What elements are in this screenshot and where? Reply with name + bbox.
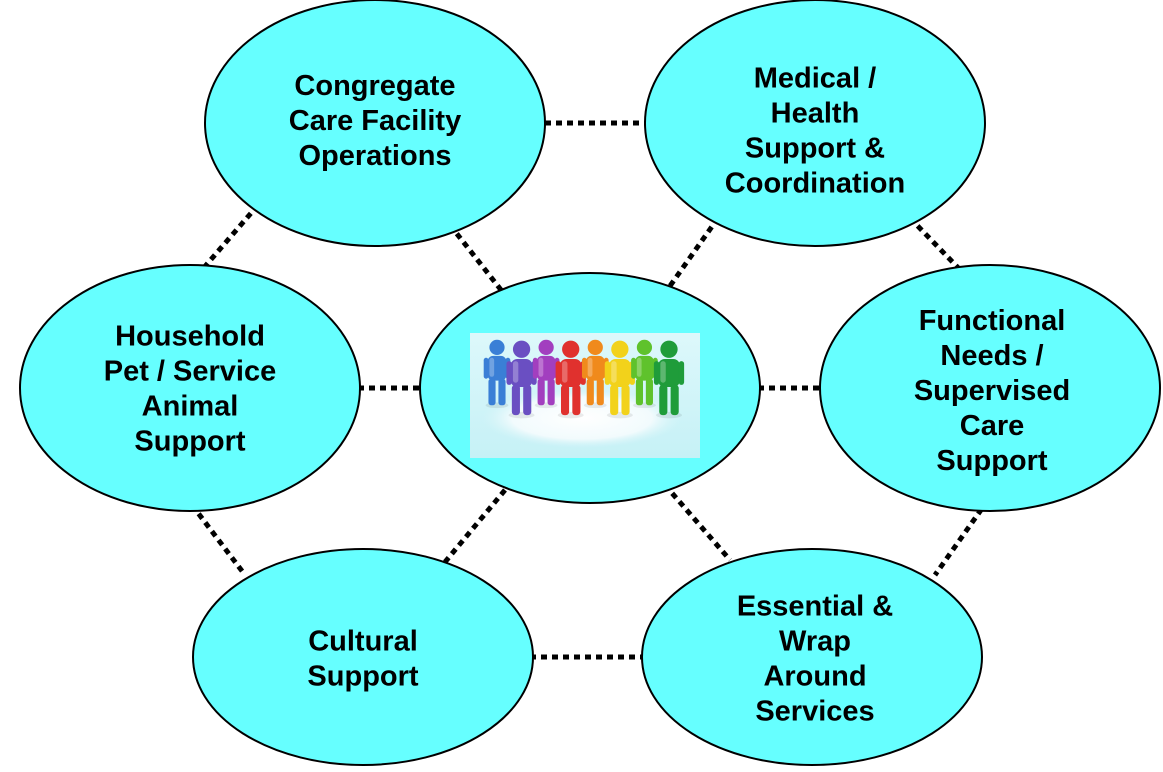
node-label-line: Animal xyxy=(142,391,239,423)
person-figure xyxy=(532,339,560,409)
node-label-line: Support & xyxy=(745,133,885,165)
node-label-line: Supervised xyxy=(914,375,1070,407)
node-label-line: Pet / Service xyxy=(104,356,277,388)
connector-center-essential xyxy=(663,483,732,562)
node-label-line: Needs / xyxy=(940,340,1043,372)
person-figure xyxy=(581,339,609,409)
node-household-ellipse xyxy=(19,264,361,512)
node-label-line: Operations xyxy=(298,140,451,172)
node-label-line: Wrap xyxy=(779,626,851,658)
connector-congregate-center xyxy=(448,223,507,297)
node-label-line: Care Facility xyxy=(289,105,461,137)
node-congregate-ellipse xyxy=(204,0,546,247)
node-cultural-ellipse xyxy=(192,548,534,766)
people-group-icon xyxy=(470,333,700,458)
node-essential-ellipse xyxy=(641,548,983,766)
node-label-line: Support xyxy=(936,445,1047,477)
node-medical-ellipse xyxy=(644,0,986,247)
node-label-line: Services xyxy=(755,696,874,728)
connector-medical-center xyxy=(662,216,721,295)
node-label-line: Functional xyxy=(919,305,1066,337)
node-label-line: Support xyxy=(307,661,418,693)
connector-functional-essential xyxy=(932,498,991,577)
connector-household-cultural xyxy=(190,503,247,577)
node-label-line: Household xyxy=(115,321,265,353)
node-label-line: Around xyxy=(763,661,866,693)
node-label-line: Cultural xyxy=(308,626,418,658)
connector-group xyxy=(190,120,991,660)
person-figure xyxy=(653,340,685,419)
connector-center-cultural xyxy=(443,488,507,564)
node-label-line: Medical / xyxy=(754,63,877,95)
node-label-line: Health xyxy=(771,98,860,130)
node-label-line: Essential & xyxy=(737,591,893,623)
person-figure xyxy=(483,339,511,409)
node-label-line: Congregate xyxy=(294,70,455,102)
person-figure xyxy=(631,339,658,409)
person-figure xyxy=(506,340,537,419)
node-label-line: Support xyxy=(134,426,245,458)
node-functional-ellipse xyxy=(819,264,1161,512)
node-label-line: Care xyxy=(960,410,1025,442)
node-label-line: Coordination xyxy=(725,168,905,200)
